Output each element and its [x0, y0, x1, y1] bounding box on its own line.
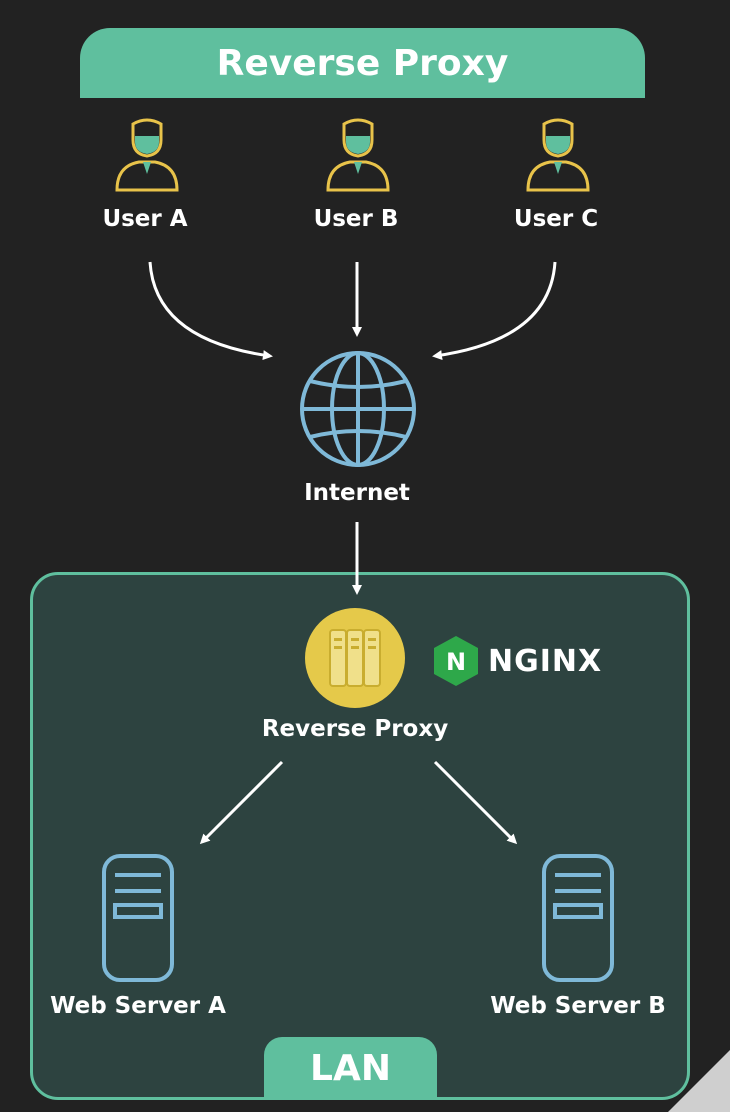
web-server-a-label: Web Server A: [50, 993, 226, 1019]
reverse-proxy-node: [305, 608, 405, 712]
user-icon: [326, 118, 390, 192]
user-icon: [526, 118, 590, 192]
arrow-user-a-to-internet: [148, 261, 273, 360]
globe-icon: [300, 351, 416, 467]
nginx-logo: N NGINX: [432, 634, 602, 688]
lan-label: LAN: [310, 1048, 391, 1089]
user-icon: [115, 118, 179, 192]
nginx-badge-letter: N: [446, 648, 466, 676]
server-icon: [102, 854, 174, 982]
arrow-proxy-to-server-a: [199, 760, 284, 845]
user-c-label: User C: [513, 206, 599, 232]
user-b: [308, 116, 408, 200]
web-server-b-label: Web Server B: [490, 993, 666, 1019]
internet-node: [298, 349, 418, 473]
user-c: [508, 116, 608, 200]
title-banner: Reverse Proxy: [80, 28, 645, 98]
server-rack-icon: [305, 608, 405, 708]
arrow-user-c-to-internet: [432, 261, 557, 360]
web-server-a: [101, 853, 175, 987]
reverse-proxy-label: Reverse Proxy: [261, 716, 449, 742]
server-icon: [542, 854, 614, 982]
nginx-wordmark: NGINX: [488, 643, 603, 679]
arrow-proxy-to-server-b: [433, 760, 518, 845]
user-a: [97, 116, 197, 200]
user-b-label: User B: [313, 206, 399, 232]
lan-tab: LAN: [264, 1037, 437, 1100]
page-corner: [668, 1050, 730, 1112]
nginx-hexagon-icon: N: [434, 636, 478, 686]
page-title: Reverse Proxy: [216, 42, 509, 84]
internet-label: Internet: [304, 480, 410, 506]
web-server-b: [541, 853, 615, 987]
user-a-label: User A: [102, 206, 188, 232]
